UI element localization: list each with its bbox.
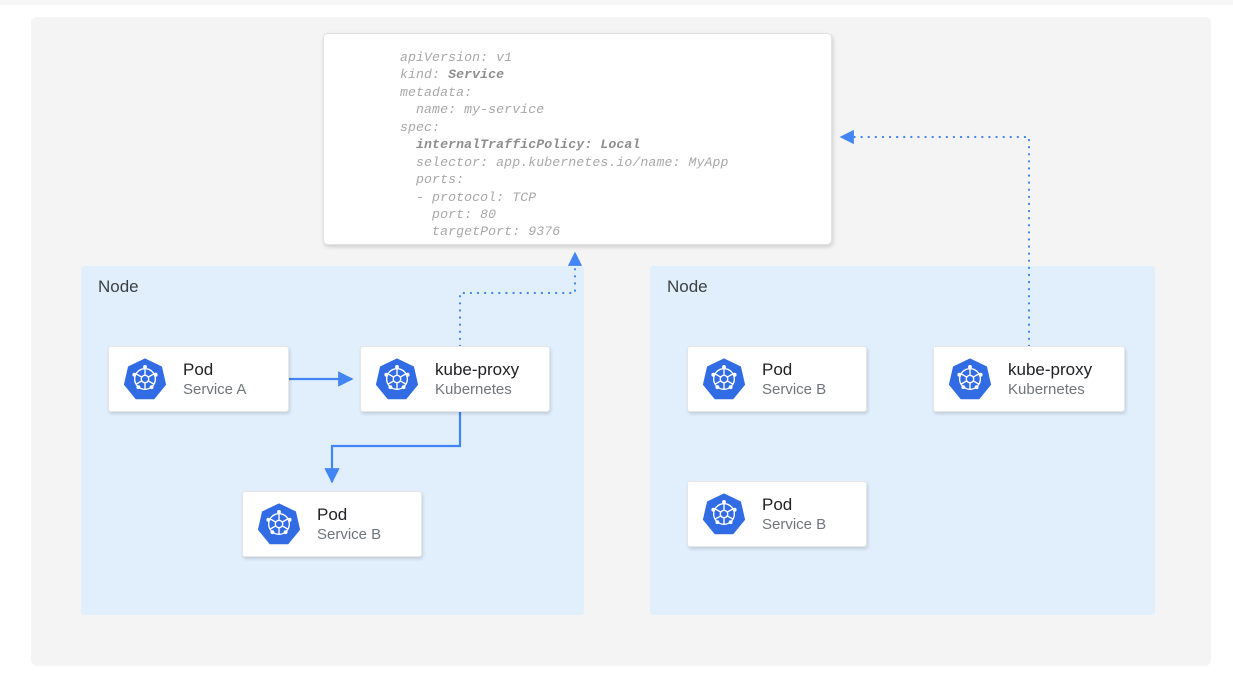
card-text: Pod Service A	[183, 359, 246, 400]
card-title: Pod	[762, 359, 793, 379]
top-band	[0, 0, 1233, 5]
card-subtitle: Service B	[762, 380, 827, 398]
card-kube-proxy-left[interactable]: kube-proxy Kubernetes	[360, 346, 550, 412]
node-label: Node	[667, 277, 708, 296]
card-title: Pod	[762, 494, 793, 514]
kubernetes-icon	[257, 503, 301, 545]
node-panel-left: Node	[81, 266, 584, 615]
card-subtitle: Kubernetes	[435, 380, 512, 398]
node-panel-right: Node	[650, 266, 1155, 615]
card-kube-proxy-right[interactable]: kube-proxy Kubernetes	[933, 346, 1125, 412]
card-text: kube-proxy Kubernetes	[435, 359, 519, 400]
card-title: kube-proxy	[1008, 359, 1093, 379]
card-subtitle: Service A	[183, 380, 247, 398]
node-label: Node	[98, 277, 139, 296]
kubernetes-icon	[948, 358, 992, 400]
card-text: Pod Service B	[762, 359, 826, 400]
card-text: kube-proxy Kubernetes	[1008, 359, 1092, 400]
card-subtitle: Kubernetes	[1008, 380, 1085, 398]
card-text: Pod Service B	[317, 504, 381, 545]
card-subtitle: Service B	[762, 515, 827, 533]
card-pod-service-a[interactable]: Pod Service A	[108, 346, 289, 412]
kubernetes-icon	[702, 358, 746, 400]
card-title: Pod	[183, 359, 214, 379]
card-subtitle: Service B	[317, 525, 382, 543]
card-pod-service-b-right-top[interactable]: Pod Service B	[687, 346, 867, 412]
card-title: Pod	[317, 504, 348, 524]
kubernetes-icon	[702, 493, 746, 535]
kubernetes-icon	[123, 358, 167, 400]
kubernetes-icon	[375, 358, 419, 400]
card-text: Pod Service B	[762, 494, 826, 535]
card-pod-service-b-right-bottom[interactable]: Pod Service B	[687, 481, 867, 547]
card-title: kube-proxy	[435, 359, 520, 379]
card-pod-service-b-left[interactable]: Pod Service B	[242, 491, 422, 557]
